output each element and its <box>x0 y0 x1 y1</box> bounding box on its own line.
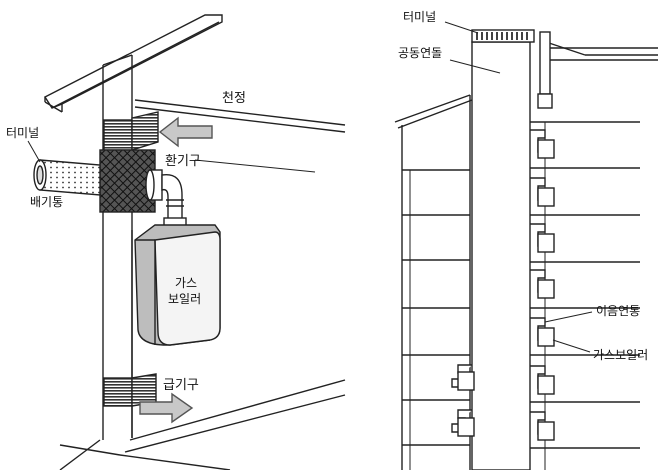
right-diagram <box>394 21 658 470</box>
common-flue <box>471 41 531 470</box>
exhaust-vent-leader <box>194 159 316 173</box>
left-diagram <box>33 14 346 470</box>
connecting-flue-label: 이음연통 <box>596 304 640 318</box>
flue-terminal-grille <box>476 32 528 40</box>
ceiling-lines <box>134 99 346 133</box>
terminal-leader-left <box>27 140 41 163</box>
floor-lines <box>59 379 346 470</box>
pipe-elbow <box>145 169 187 227</box>
lower-vent-louver <box>103 377 133 407</box>
side-chimney <box>539 31 551 95</box>
ceiling-label: 천정 <box>222 91 246 106</box>
roof-eave <box>43 14 223 113</box>
boiler-units-right <box>530 129 555 441</box>
floor-slabs-left <box>402 169 470 470</box>
gas-boiler-leader <box>552 339 591 353</box>
gas-boiler-label-line1: 가스 <box>175 276 197 290</box>
intake-arrow-top <box>158 116 213 148</box>
intake-arrow-bottom <box>139 392 194 424</box>
exhaust-pipe-label: 배기통 <box>30 195 63 209</box>
common-flue-label: 공동연돌 <box>398 46 442 60</box>
intake-vent-label: 급기구 <box>163 378 199 393</box>
terminal-label-right: 터미널 <box>403 10 436 24</box>
upper-vent-side <box>131 111 159 151</box>
gas-boiler-label-right: 가스보일러 <box>593 348 648 362</box>
common-flue-leader <box>449 59 501 74</box>
terminal-label-left: 터미널 <box>6 126 39 140</box>
gas-boiler-left <box>134 224 221 346</box>
lower-vent-side <box>131 373 157 407</box>
exhaust-pipe <box>33 159 101 196</box>
floor-slabs-right <box>530 121 640 470</box>
connecting-flue-leader <box>544 311 593 323</box>
gas-boiler-label-line2: 보일러 <box>168 292 201 306</box>
boiler-units-left <box>451 364 475 437</box>
exhaust-vent-label: 환기구 <box>165 154 201 169</box>
terminal-leader-right <box>444 21 479 34</box>
upper-vent-louver <box>103 119 133 151</box>
